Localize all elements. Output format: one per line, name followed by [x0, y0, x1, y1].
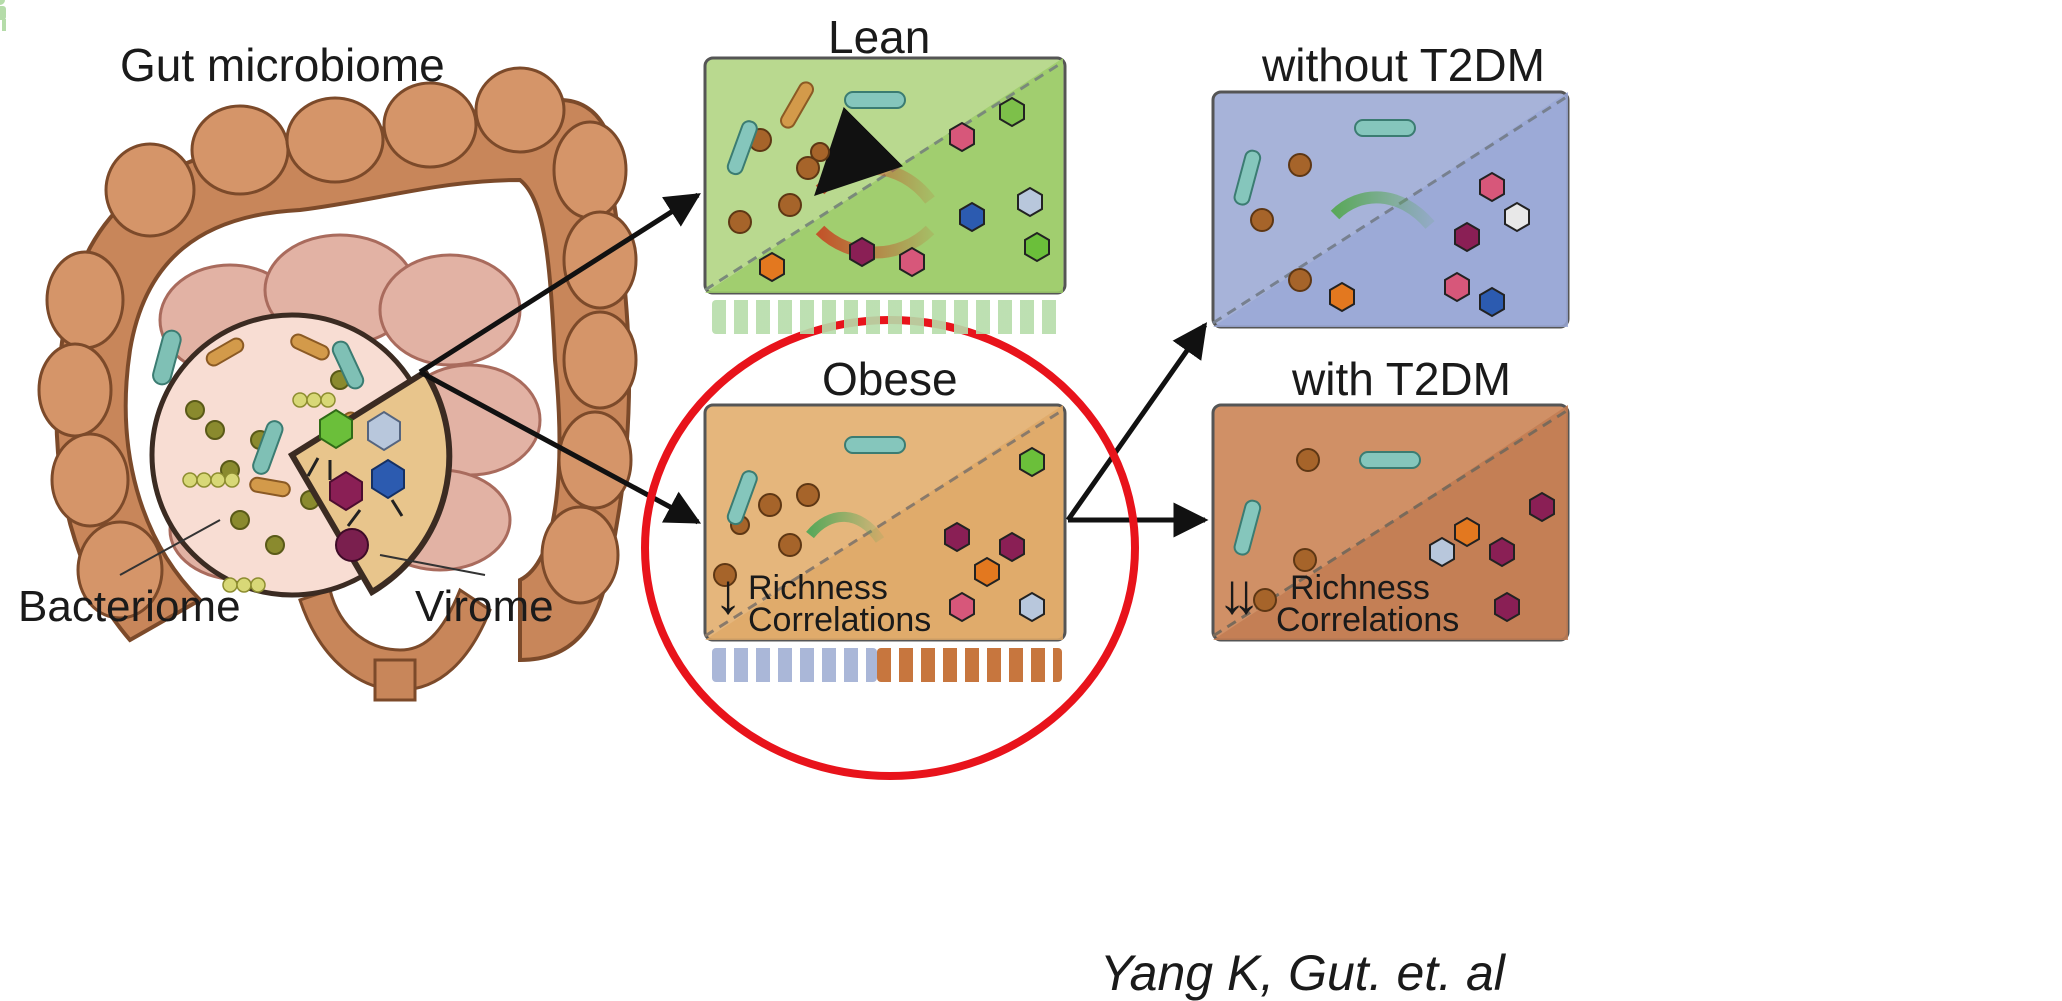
t2dm-correlations: Correlations: [1276, 605, 1459, 635]
lean-people: [712, 300, 1062, 334]
citation: Yang K, Gut. et. al: [1100, 948, 1505, 998]
lean-people-row: [0, 0, 6, 31]
with-t2dm-title: with T2DM: [1292, 356, 1511, 402]
bacteriome-label: Bacteriome: [18, 585, 241, 629]
without-t2dm-title: without T2DM: [1262, 42, 1545, 88]
obese-decrease-arrow: ↓: [714, 566, 742, 622]
lean-title: Lean: [828, 14, 930, 60]
gut-microbiome-title: Gut microbiome: [120, 42, 445, 88]
t2dm-richness: Richness: [1290, 573, 1430, 603]
t2dm-double-decrease-arrow: ↓↓: [1218, 566, 1246, 622]
obese-people: [712, 648, 1062, 682]
virome-label: Virome: [415, 585, 554, 629]
obese-title: Obese: [822, 356, 958, 402]
obese-correlations: Correlations: [748, 605, 931, 635]
obese-richness: Richness: [748, 573, 888, 603]
